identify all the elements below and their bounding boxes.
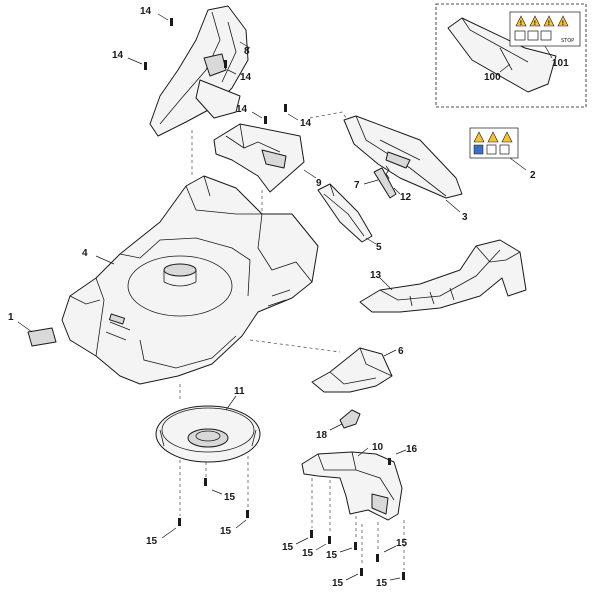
- callout-10: 10: [372, 442, 384, 453]
- callout-15-i: 15: [376, 578, 388, 589]
- svg-text:!: !: [562, 20, 565, 27]
- callout-14-c: 14: [240, 72, 252, 83]
- callout-12: 12: [400, 192, 412, 203]
- screw-16: [388, 458, 391, 465]
- callout-14-e: 14: [300, 118, 312, 129]
- stop-text: STOP: [561, 38, 574, 44]
- callout-9: 9: [316, 178, 322, 189]
- screws-14: [144, 18, 287, 124]
- part-11-guard: [155, 405, 261, 463]
- callout-100: 100: [484, 72, 501, 83]
- svg-text:!: !: [520, 20, 523, 27]
- part-10-deflector: [301, 451, 403, 521]
- callout-15-h: 15: [332, 578, 344, 589]
- callout-16: 16: [406, 444, 418, 455]
- callout-5: 5: [376, 242, 382, 253]
- callout-15-a: 15: [224, 492, 236, 503]
- callout-15-d: 15: [282, 542, 294, 553]
- part-13-chute: [359, 239, 527, 313]
- warning-sticker-2: [469, 127, 519, 159]
- inset-part-100: [447, 17, 557, 93]
- callout-13: 13: [370, 270, 382, 281]
- callout-15-g: 15: [396, 538, 408, 549]
- callout-6: 6: [398, 346, 404, 357]
- part-6-baffle: [311, 347, 393, 393]
- callout-11: 11: [234, 386, 245, 397]
- callout-14-b: 14: [112, 50, 124, 61]
- svg-text:!: !: [548, 20, 551, 27]
- part-1-label: [27, 327, 57, 347]
- part-8-bracket: [149, 5, 249, 137]
- callout-15-c: 15: [220, 526, 232, 537]
- callout-101: 101: [552, 58, 569, 69]
- part-7-pin: [373, 167, 397, 199]
- part-18-clip: [339, 409, 361, 429]
- svg-text:!: !: [534, 20, 537, 27]
- callout-15-f: 15: [326, 550, 338, 561]
- callout-4: 4: [82, 248, 88, 259]
- inset-box: ! ! ! ! STOP 100 101: [435, 3, 587, 108]
- callout-18: 18: [316, 430, 328, 441]
- inset-sticker-101: ! ! ! ! STOP: [509, 11, 581, 47]
- part-9-bracket: [213, 123, 305, 193]
- callout-2: 2: [530, 170, 536, 181]
- callout-15-b: 15: [146, 536, 158, 547]
- callout-3: 3: [462, 212, 468, 223]
- part-4-housing: [61, 175, 319, 385]
- callout-8: 8: [244, 46, 250, 57]
- callout-1: 1: [8, 312, 14, 323]
- callout-14-d: 14: [236, 104, 248, 115]
- callout-7: 7: [354, 180, 360, 191]
- screws-15: [178, 478, 405, 580]
- part-3-rear-flap: [343, 115, 463, 199]
- part-5-flap: [317, 183, 373, 243]
- callout-15-e: 15: [302, 548, 314, 559]
- callout-14-a: 14: [140, 6, 152, 17]
